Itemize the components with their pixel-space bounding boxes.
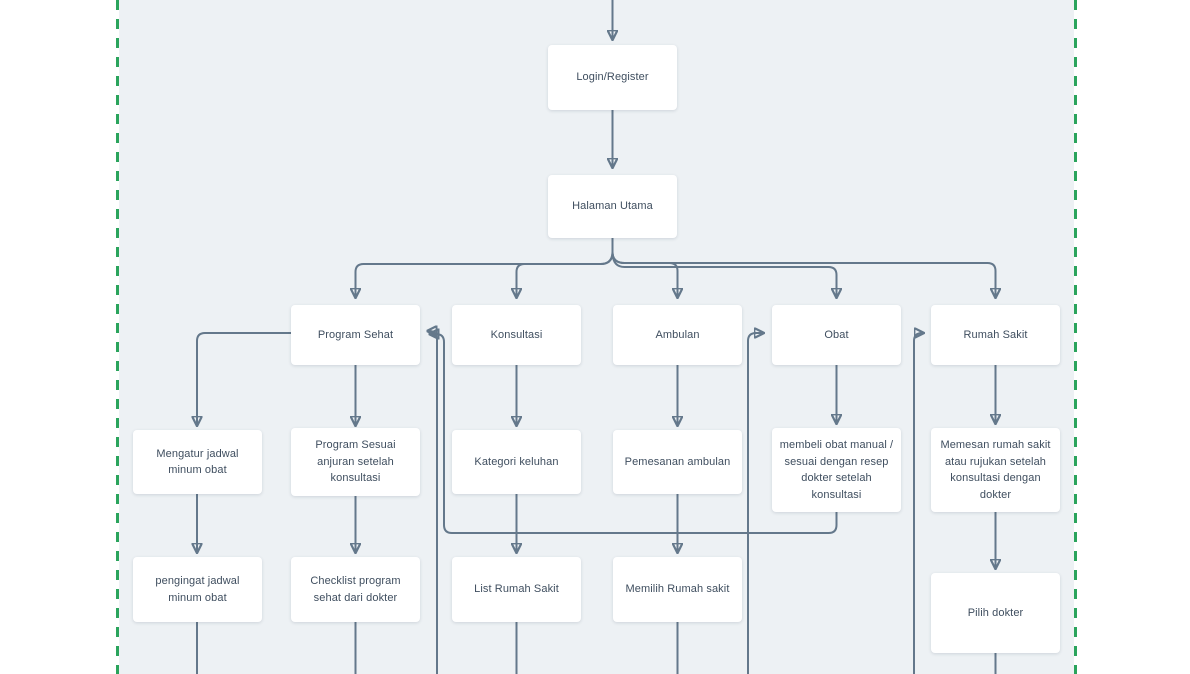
artboard-border-left (116, 0, 119, 674)
flow-node-ambulan[interactable]: Ambulan (613, 305, 742, 365)
flow-node-pilih-dokter[interactable]: Pilih dokter (931, 573, 1060, 653)
flow-node-label: Ambulan (655, 328, 700, 341)
flow-node-membeli-obat[interactable]: membeli obat manual / sesuai dengan rese… (772, 428, 901, 512)
flow-node-label: Mengatur jadwal minum obat (156, 447, 239, 477)
flow-node-checklist-program[interactable]: Checklist program sehat dari dokter (291, 557, 420, 622)
flow-node-kategori-keluhan[interactable]: Kategori keluhan (452, 430, 581, 494)
artboard-border-right (1074, 0, 1077, 674)
flow-node-label: Program Sesuai anjuran setelah konsultas… (315, 439, 396, 485)
flow-node-label: membeli obat manual / sesuai dengan rese… (779, 439, 894, 501)
flow-node-label: Login/Register (576, 71, 649, 84)
flow-node-label: Program Sehat (317, 328, 394, 341)
flow-node-label: Obat (824, 328, 849, 341)
connector-halaman-utama-obat (611, 238, 837, 296)
flow-node-label: List Rumah Sakit (474, 583, 559, 596)
flow-node-pengingat-jadwal[interactable]: pengingat jadwal minum obat (133, 557, 262, 622)
connector-offscreen-bottom-rumah-sakit (913, 333, 922, 674)
flow-node-memilih-rumah-sakit[interactable]: Memilih Rumah sakit (613, 557, 742, 622)
flow-node-obat[interactable]: Obat (772, 305, 901, 365)
connector-halaman-utama-program-sehat (356, 238, 614, 296)
flow-node-label: Kategori keluhan (474, 455, 559, 468)
flow-node-rumah-sakit[interactable]: Rumah Sakit (931, 305, 1060, 365)
connector-program-sehat-mengatur-jadwal (197, 332, 291, 424)
connector-halaman-utama-rumah-sakit (611, 238, 996, 296)
flow-node-pemesanan-ambulan[interactable]: Pemesanan ambulan (613, 430, 742, 494)
flow-node-mengatur-jadwal[interactable]: Mengatur jadwal minum obat (133, 430, 262, 494)
flow-node-label: Checklist program sehat dari dokter (310, 575, 401, 604)
flow-node-program-sesuai[interactable]: Program Sesuai anjuran setelah konsultas… (291, 428, 420, 496)
connector-offscreen-bottom-program-sehat (429, 331, 438, 674)
flow-node-list-rumah-sakit[interactable]: List Rumah Sakit (452, 557, 581, 622)
connector-offscreen-bottom-obat (747, 333, 762, 674)
flow-node-label: pengingat jadwal minum obat (155, 575, 240, 604)
flow-node-memesan-rumah-sakit[interactable]: Memesan rumah sakit atau rujukan setelah… (931, 428, 1060, 512)
connector-halaman-utama-konsultasi (517, 238, 614, 296)
flow-node-label: Memesan rumah sakit atau rujukan setelah… (940, 439, 1051, 501)
flow-node-login[interactable]: Login/Register (548, 45, 677, 110)
flow-node-label: Halaman Utama (572, 200, 653, 213)
flow-node-label: Pilih dokter (967, 606, 1024, 619)
flow-node-halaman-utama[interactable]: Halaman Utama (548, 175, 677, 238)
connector-membeli-obat-program-sehat (431, 334, 838, 534)
flow-node-label: Memilih Rumah sakit (625, 583, 730, 596)
flow-node-program-sehat[interactable]: Program Sehat (291, 305, 420, 365)
flow-node-label: Konsultasi (490, 328, 543, 341)
flow-node-label: Rumah Sakit (963, 328, 1028, 341)
flow-node-label: Pemesanan ambulan (624, 455, 731, 468)
flow-node-konsultasi[interactable]: Konsultasi (452, 305, 581, 365)
